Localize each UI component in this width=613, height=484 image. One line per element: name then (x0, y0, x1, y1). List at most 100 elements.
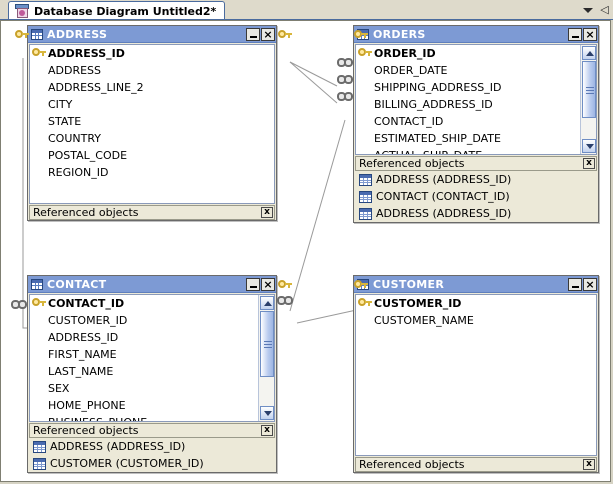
tab-database-diagram[interactable]: Database Diagram Untitled2* (8, 1, 226, 20)
referenced-object-item[interactable]: CONTACT (CONTACT_ID) (355, 188, 597, 205)
relationship-key-port-orders-pk-left[interactable] (354, 29, 370, 40)
column-key-spacer (32, 98, 47, 111)
scroll-up-button[interactable] (260, 296, 274, 310)
referenced-objects-bar[interactable]: Referenced objects x (355, 156, 597, 171)
primary-key-cell (32, 47, 47, 60)
chevron-down-icon[interactable] (583, 5, 593, 15)
table-name: ADDRESS (47, 27, 108, 41)
table-title-bar[interactable]: ORDERS× (354, 26, 598, 43)
column-name: ADDRESS_ID (48, 47, 125, 60)
relationship-key-port-address-pk-left[interactable] (15, 29, 31, 40)
contact-to-customer[interactable] (296, 308, 362, 324)
column-row[interactable]: REGION_ID (30, 164, 274, 181)
relationship-link-port-orders-fk-shipping-address[interactable] (337, 58, 354, 67)
minimize-button[interactable] (246, 277, 260, 291)
referenced-objects-close-button[interactable]: x (261, 425, 273, 436)
address-to-orders-billing[interactable] (289, 61, 338, 104)
scroll-down-button[interactable] (582, 139, 596, 153)
table-title-bar[interactable]: CONTACT× (28, 276, 276, 293)
referenced-objects-close-button[interactable]: x (583, 459, 595, 470)
relationship-key-port-customer-pk-left[interactable] (354, 279, 370, 290)
relationship-key-port-address-pk-right[interactable] (278, 29, 294, 40)
close-button[interactable]: × (583, 27, 597, 41)
column-name: ADDRESS (48, 64, 102, 77)
column-row[interactable]: POSTAL_CODE (30, 147, 274, 164)
column-key-spacer (358, 98, 373, 111)
column-row[interactable]: CITY (30, 96, 274, 113)
referenced-object-item[interactable]: ADDRESS (ADDRESS_ID) (355, 171, 597, 188)
column-row[interactable]: HOME_PHONE (30, 397, 257, 414)
vertical-scrollbar[interactable] (580, 45, 596, 154)
referenced-objects-list[interactable]: ADDRESS (ADDRESS_ID)CUSTOMER (CUSTOMER_I… (29, 438, 275, 472)
column-row[interactable]: CUSTOMER_NAME (356, 312, 596, 329)
column-row[interactable]: LAST_NAME (30, 363, 257, 380)
relationship-key-port-contact-pk-right[interactable] (278, 279, 294, 290)
column-row[interactable]: ADDRESS_ID (30, 329, 257, 346)
column-row[interactable]: CONTACT_ID (30, 295, 257, 312)
column-row[interactable]: ADDRESS_LINE_2 (30, 79, 274, 96)
column-row[interactable]: CUSTOMER_ID (356, 295, 596, 312)
relationship-link-port-orders-fk-billing-address[interactable] (337, 75, 354, 84)
scrollbar-thumb[interactable] (582, 61, 596, 118)
relationship-link-port-contact-fk-address-left[interactable] (11, 300, 28, 309)
column-row[interactable]: COUNTRY (30, 130, 274, 147)
column-row[interactable]: CUSTOMER_ID (30, 312, 257, 329)
address-to-orders-shipping[interactable] (289, 61, 338, 87)
referenced-object-item[interactable]: ADDRESS (ADDRESS_ID) (29, 438, 275, 455)
tab-scroll-close-icon[interactable]: ◁ (600, 4, 609, 16)
referenced-object-item[interactable]: CUSTOMER (CUSTOMER_ID) (29, 455, 275, 472)
column-row[interactable]: ADDRESS_ID (30, 45, 274, 62)
column-row[interactable]: ESTIMATED_SHIP_DATE (356, 130, 579, 147)
referenced-object-item[interactable]: ADDRESS (ADDRESS_ID) (355, 205, 597, 222)
column-row[interactable]: ACTUAL_SHIP_DATE (356, 147, 579, 154)
relationship-link-port-orders-fk-contact[interactable] (337, 92, 354, 101)
relationship-link-port-contact-fk-customer[interactable] (277, 296, 294, 305)
table-icon (359, 190, 372, 203)
column-row[interactable]: FIRST_NAME (30, 346, 257, 363)
vertical-scrollbar[interactable] (258, 295, 274, 421)
close-button[interactable]: × (261, 27, 275, 41)
referenced-objects-close-button[interactable]: x (583, 158, 595, 169)
column-row[interactable]: BILLING_ADDRESS_ID (356, 96, 579, 113)
column-row[interactable]: SHIPPING_ADDRESS_ID (356, 79, 579, 96)
column-row[interactable]: ADDRESS (30, 62, 274, 79)
column-row[interactable]: ORDER_DATE (356, 62, 579, 79)
table-title-bar[interactable]: CUSTOMER× (354, 276, 598, 293)
referenced-objects-list[interactable]: ADDRESS (ADDRESS_ID)CONTACT (CONTACT_ID)… (355, 171, 597, 222)
column-key-spacer (358, 115, 373, 128)
column-row[interactable]: STATE (30, 113, 274, 130)
close-button[interactable]: × (583, 277, 597, 291)
column-row[interactable]: ORDER_ID (356, 45, 579, 62)
referenced-objects-label: Referenced objects (33, 424, 139, 437)
minimize-button[interactable] (568, 277, 582, 291)
column-key-spacer (32, 399, 47, 412)
column-row[interactable]: SEX (30, 380, 257, 397)
table-title-bar[interactable]: ADDRESS × (28, 26, 276, 43)
referenced-objects-label: Referenced objects (359, 157, 465, 170)
scroll-down-button[interactable] (260, 406, 274, 420)
column-row[interactable]: CONTACT_ID (356, 113, 579, 130)
contact-to-orders-contact[interactable] (289, 119, 346, 312)
column-name: LAST_NAME (48, 365, 114, 378)
table-window-orders[interactable]: ORDERS× ORDER_ID ORDER_DATE SHIPPING_ADDRES… (353, 25, 599, 223)
close-button[interactable]: × (261, 277, 275, 291)
tab-strip-underline (0, 19, 613, 20)
column-row[interactable]: BUSINESS_PHONE (30, 414, 257, 421)
scroll-up-button[interactable] (582, 46, 596, 60)
referenced-objects-bar[interactable]: Referenced objects x (29, 423, 275, 438)
minimize-button[interactable] (246, 27, 260, 41)
column-name: ORDER_DATE (374, 64, 448, 77)
scrollbar-thumb[interactable] (260, 311, 274, 377)
minimize-button[interactable] (568, 27, 582, 41)
referenced-objects-close-button[interactable]: x (261, 207, 273, 218)
